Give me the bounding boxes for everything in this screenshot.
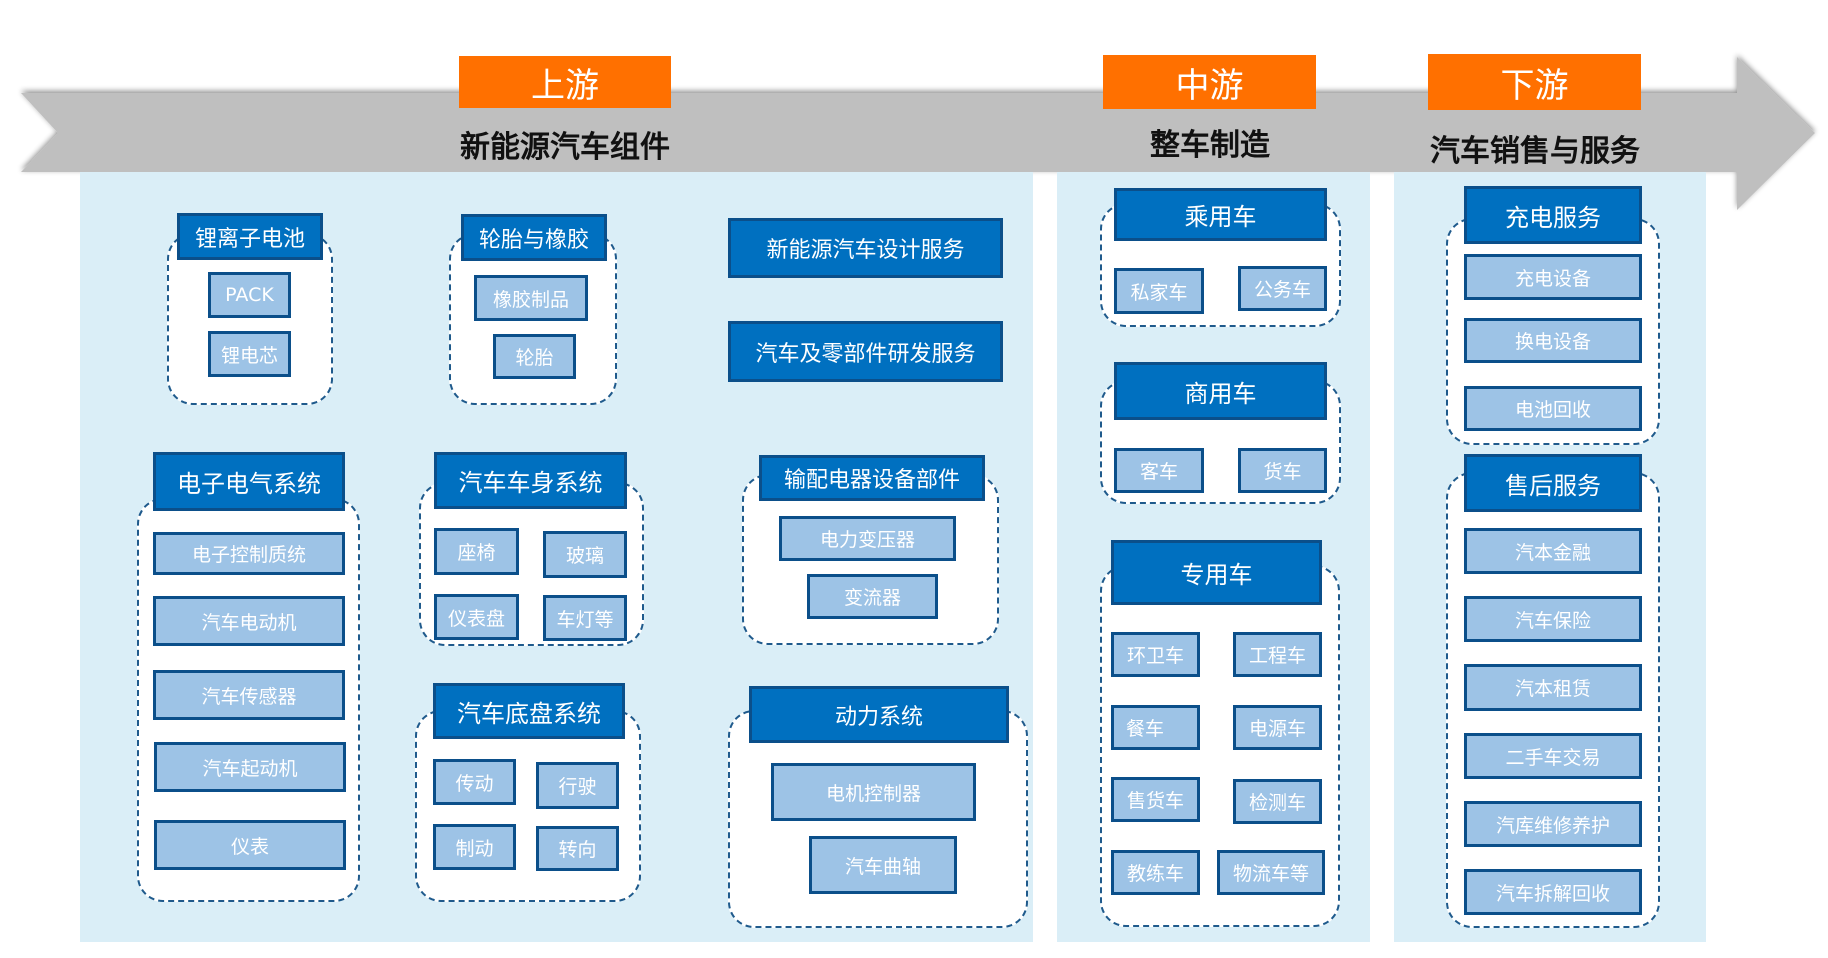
chassis-header: 汽车底盘系统 <box>433 683 625 739</box>
aftersales-item: 汽本租赁 <box>1464 664 1642 711</box>
downstream-badge: 下游 <box>1428 54 1641 110</box>
special-item: 检测车 <box>1233 779 1322 824</box>
commercial-item: 客车 <box>1114 448 1204 493</box>
charging-item: 换电设备 <box>1464 318 1642 363</box>
rnd-service-box: 汽车及零部件研发服务 <box>728 321 1003 382</box>
aftersales-item: 汽车拆解回收 <box>1464 869 1642 915</box>
body-header: 汽车车身系统 <box>434 452 627 509</box>
body-item: 仪表盘 <box>434 594 519 640</box>
special-item: 餐车 <box>1111 705 1200 750</box>
electrical-item: 汽车传感器 <box>153 670 345 720</box>
chassis-item: 行驶 <box>536 762 619 809</box>
passenger-item: 私家车 <box>1114 268 1204 314</box>
power-item: 汽车曲轴 <box>809 836 957 894</box>
body-item: 座椅 <box>434 528 519 575</box>
special-item: 物流车等 <box>1217 850 1325 895</box>
tire-item: 轮胎 <box>493 334 576 379</box>
design-service-box: 新能源汽车设计服务 <box>728 218 1003 278</box>
aftersales-item: 二手车交易 <box>1464 733 1642 779</box>
aftersales-header: 售后服务 <box>1464 454 1642 512</box>
special-item: 环卫车 <box>1111 632 1200 677</box>
battery-item: PACK <box>208 272 291 318</box>
special-item: 工程车 <box>1233 632 1322 677</box>
tire-header: 轮胎与橡胶 <box>461 214 607 261</box>
passenger-header: 乘用车 <box>1114 188 1327 241</box>
battery-header: 锂离子电池 <box>177 213 323 260</box>
tire-item: 橡胶制品 <box>474 275 588 321</box>
downstream-title: 汽车销售与服务 <box>1430 134 1640 169</box>
special-header: 专用车 <box>1111 540 1322 605</box>
battery-item: 锂电芯 <box>208 331 291 377</box>
aftersales-item: 汽车保险 <box>1464 596 1642 642</box>
charging-item: 充电设备 <box>1464 254 1642 300</box>
chassis-item: 制动 <box>433 824 516 870</box>
body-item: 玻璃 <box>543 531 627 578</box>
aftersales-item: 汽库维修养护 <box>1464 801 1642 847</box>
body-item: 车灯等 <box>543 595 627 641</box>
power-item: 电机控制器 <box>771 763 976 821</box>
distribution-item: 变流器 <box>807 574 938 619</box>
distribution-header: 输配电器设备部件 <box>759 455 985 501</box>
distribution-item: 电力变压器 <box>779 516 956 561</box>
aftersales-item: 汽本金融 <box>1464 528 1642 574</box>
chassis-item: 转向 <box>536 826 619 871</box>
midstream-title: 整车制造 <box>1150 128 1270 163</box>
passenger-item: 公务车 <box>1238 266 1327 311</box>
chassis-item: 传动 <box>433 759 516 805</box>
electrical-item: 汽车起动机 <box>154 742 346 792</box>
upstream-title: 新能源汽车组件 <box>460 130 670 165</box>
midstream-badge: 中游 <box>1103 55 1316 109</box>
charging-header: 充电服务 <box>1464 186 1642 244</box>
electrical-item: 汽车电动机 <box>153 596 345 646</box>
upstream-badge: 上游 <box>459 56 671 108</box>
power-header: 动力系统 <box>749 686 1009 743</box>
electrical-item: 电子控制质统 <box>153 532 345 575</box>
special-item: 教练车 <box>1111 850 1200 895</box>
commercial-item: 货车 <box>1238 448 1327 493</box>
electrical-item: 仪表 <box>154 820 346 870</box>
special-item: 电源车 <box>1233 705 1322 750</box>
electrical-header: 电子电气系统 <box>153 452 345 511</box>
charging-item: 电池回收 <box>1464 386 1642 431</box>
commercial-header: 商用车 <box>1114 362 1327 420</box>
special-item: 售货车 <box>1111 777 1200 822</box>
